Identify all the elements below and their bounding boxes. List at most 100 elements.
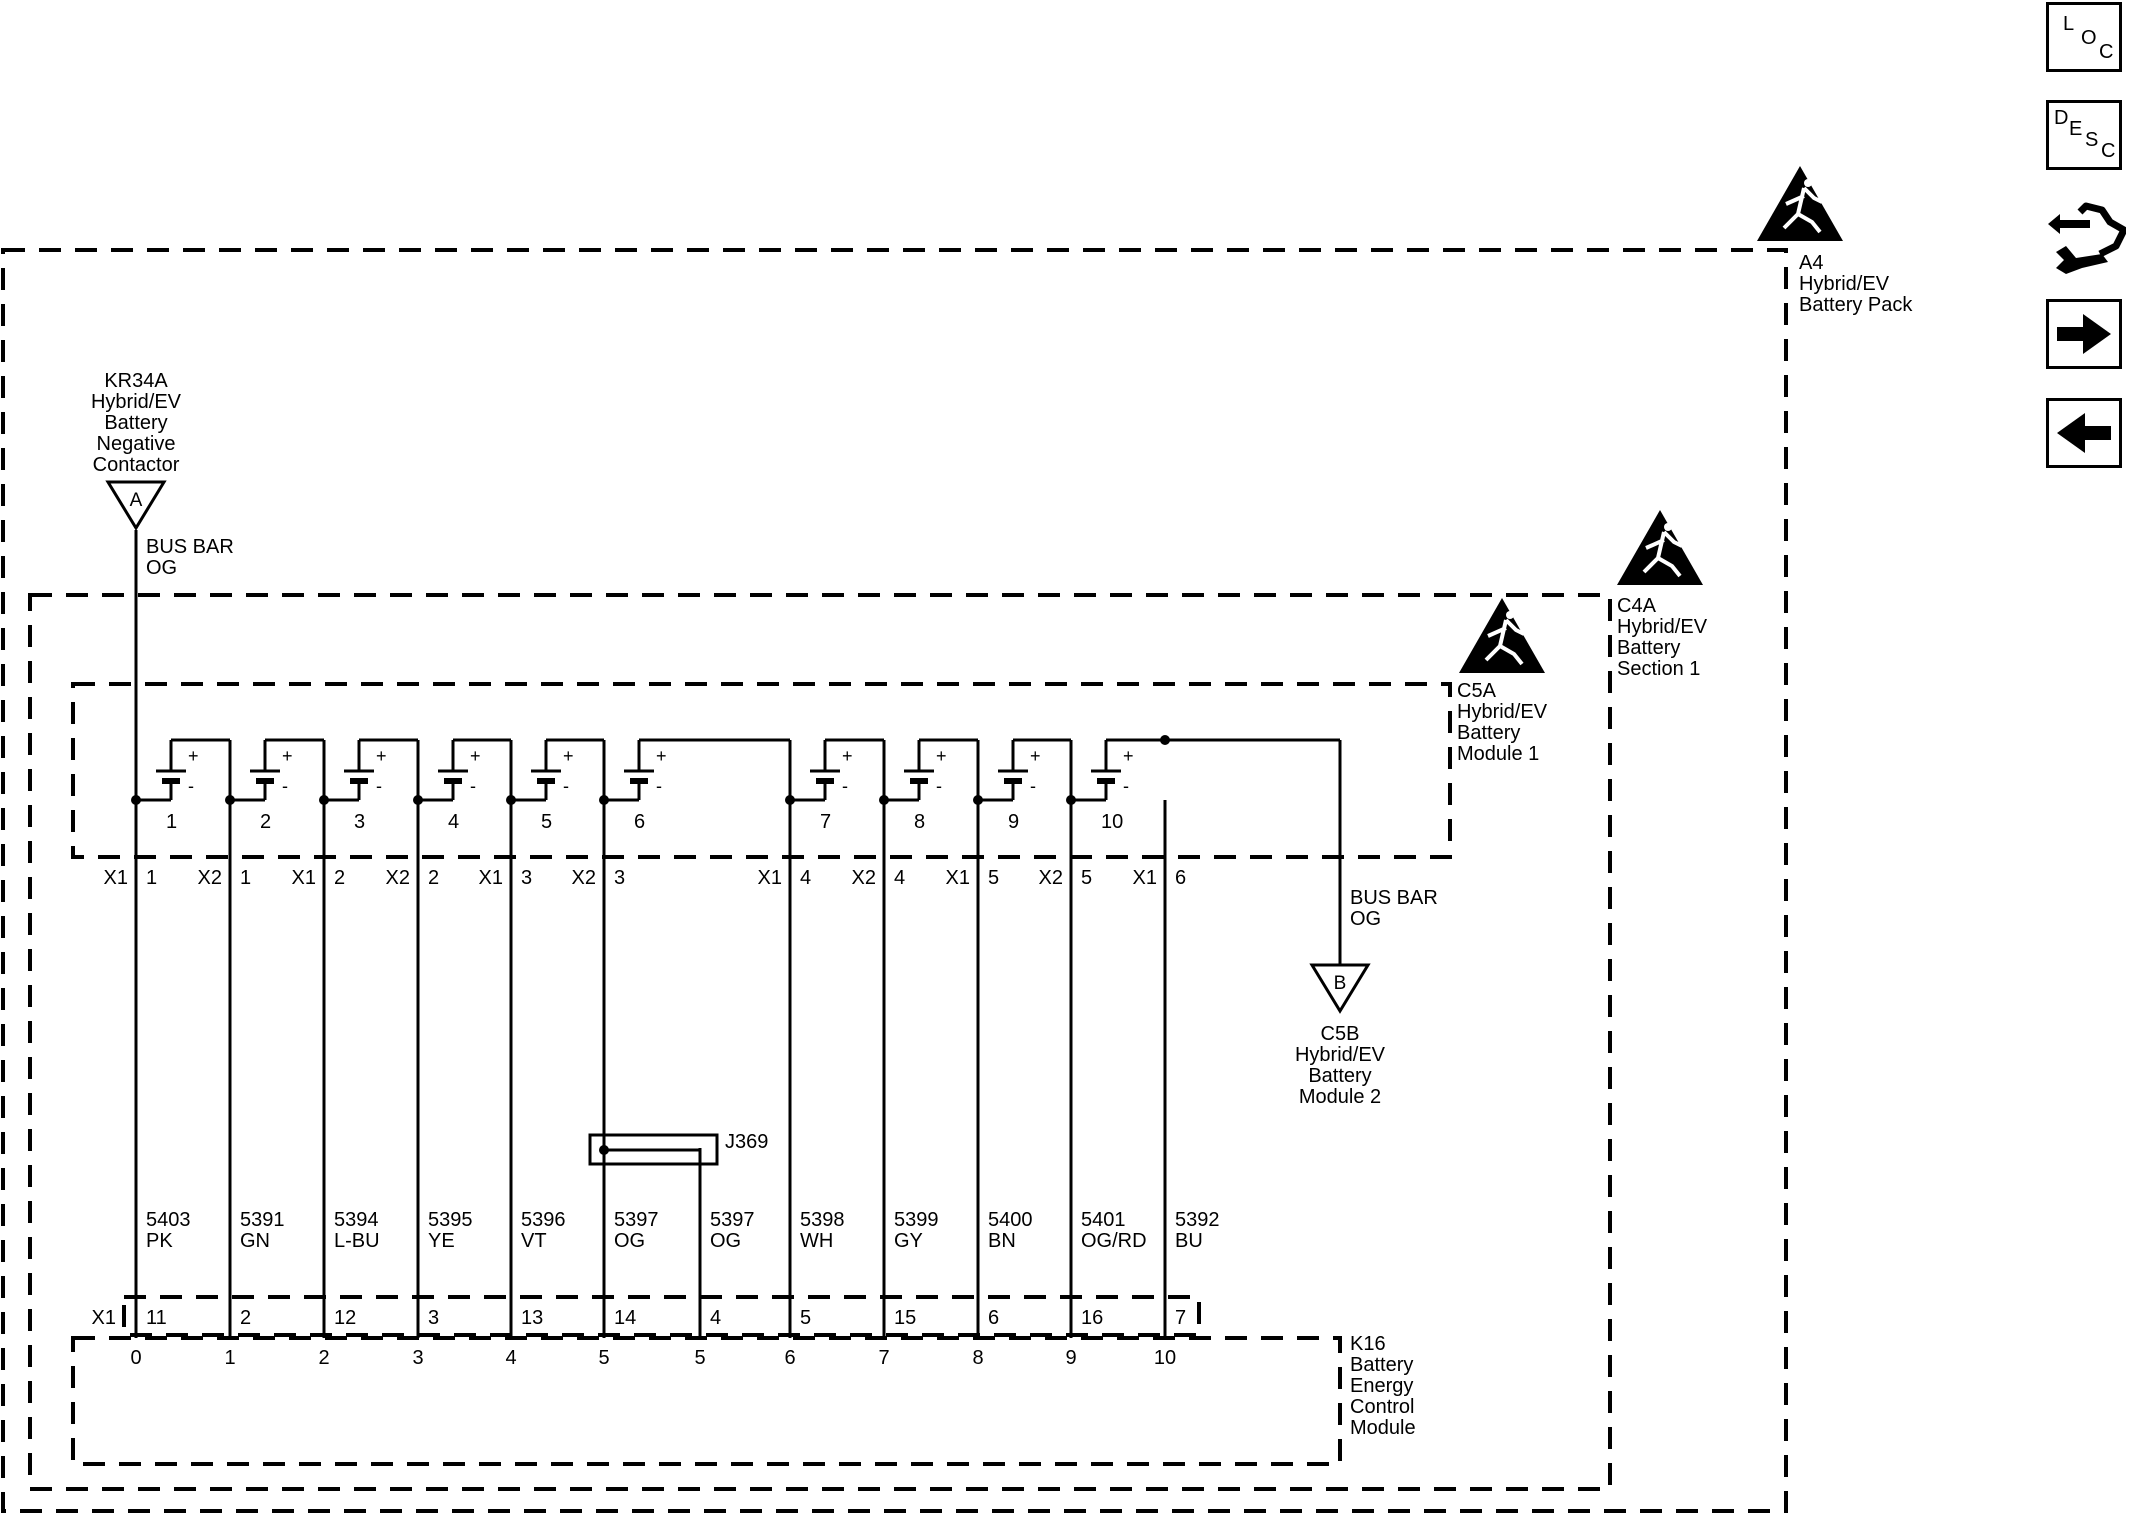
module-pin-11: 6 — [1175, 867, 1186, 889]
wire-circuit-6: 5397 — [614, 1209, 659, 1231]
module-pin-3: 2 — [334, 867, 345, 889]
a4-battery-pack-box — [1, 248, 1788, 1513]
module-connector-3: X1 — [292, 867, 316, 889]
cell-4-minus-sign: - — [470, 776, 476, 796]
cell-5-number: 5 — [541, 811, 552, 833]
terminal-a-label: A — [130, 490, 143, 511]
c4a-label-line-2: Hybrid/EV — [1617, 616, 1708, 638]
wire-circuit-12: 5392 — [1175, 1209, 1220, 1231]
k16-pin-8: 5 — [800, 1307, 811, 1329]
terminal-b-symbol — [1309, 963, 1371, 1014]
cell-10-junction — [1066, 795, 1076, 805]
cell-6-junction — [599, 795, 609, 805]
wire-color-3: L-BU — [334, 1230, 380, 1252]
k16-pin-5: 13 — [521, 1307, 543, 1329]
k16-pin-12: 7 — [1175, 1307, 1186, 1329]
k16-input-10: 8 — [972, 1347, 983, 1369]
wire-circuit-10: 5400 — [988, 1209, 1033, 1231]
loc-letter-l: L — [2063, 13, 2075, 35]
module-pin-4: 2 — [428, 867, 439, 889]
cell-5-minus-sign: - — [563, 776, 569, 796]
k16-pin-7: 4 — [710, 1307, 721, 1329]
next-arrow-button[interactable] — [2046, 299, 2122, 369]
cell-2-plus-sign: + — [282, 746, 293, 766]
cell-4-junction — [413, 795, 423, 805]
cell-9-number: 9 — [1008, 811, 1019, 833]
cell-4-number: 4 — [448, 811, 459, 833]
cell-7-number: 7 — [820, 811, 831, 833]
module-connector-8: X2 — [852, 867, 876, 889]
module-pin-5: 3 — [521, 867, 532, 889]
cell-4-plus-sign: + — [470, 746, 481, 766]
cell-2-minus-sign: - — [282, 776, 288, 796]
k16-input-3: 2 — [318, 1347, 329, 1369]
c5a-label-line-1: C5A — [1457, 680, 1497, 702]
k16-label-line-5: Module — [1350, 1417, 1416, 1439]
module-pin-7: 4 — [800, 867, 811, 889]
k16-label-line-2: Battery — [1350, 1354, 1413, 1376]
cell-8-number: 8 — [914, 811, 925, 833]
module-pin-8: 4 — [894, 867, 905, 889]
wire-color-1: PK — [146, 1230, 173, 1252]
cell-8-plus-sign: + — [936, 746, 947, 766]
c4a-high-voltage-hazard-icon-figure — [1642, 530, 1683, 578]
k16-input-7: 5 — [694, 1347, 705, 1369]
c5a-label-line-4: Module 1 — [1457, 743, 1539, 765]
k16-label-line-4: Control — [1350, 1396, 1414, 1418]
loc-letter-c: C — [2099, 41, 2114, 63]
desc-letter-d: D — [2054, 107, 2069, 129]
module-connector-6: X2 — [572, 867, 596, 889]
module-connector-7: X1 — [758, 867, 782, 889]
busbar-b-label-line-2: OG — [1350, 908, 1381, 930]
a4-high-voltage-hazard-icon-head — [1804, 179, 1812, 187]
cell-7-junction — [785, 795, 795, 805]
module-pin-1: 1 — [146, 867, 157, 889]
wire-color-2: GN — [240, 1230, 270, 1252]
module-pin-2: 1 — [240, 867, 251, 889]
k16-module-box — [71, 1336, 1342, 1466]
c5a-high-voltage-hazard-icon-head — [1506, 611, 1514, 619]
wire-color-11: OG/RD — [1081, 1230, 1147, 1252]
k16-pin-6: 14 — [614, 1307, 636, 1329]
c5a-battery-module-box — [71, 682, 1452, 859]
kr34a-label-line-1: KR34A — [104, 370, 168, 392]
cell-6-plus-sign: + — [656, 746, 667, 766]
wire-circuit-4: 5395 — [428, 1209, 473, 1231]
cell-8-minus-sign: - — [936, 776, 942, 796]
cell-10-plus-sign: + — [1123, 746, 1134, 766]
j369-splice-junction — [599, 1145, 609, 1155]
busbar-a-label-line-1: BUS BAR — [146, 536, 234, 558]
k16-pin-1: 11 — [146, 1307, 167, 1329]
desc-button[interactable]: D E S C — [2046, 100, 2122, 170]
cell-10-number: 10 — [1101, 811, 1123, 833]
k16-input-8: 6 — [784, 1347, 795, 1369]
cell-5-junction — [506, 795, 516, 805]
cell-3-junction — [319, 795, 329, 805]
module-pin-10: 5 — [1081, 867, 1092, 889]
module-pin-6: 3 — [614, 867, 625, 889]
cell-2-number: 2 — [260, 811, 271, 833]
desc-letter-e: E — [2069, 118, 2083, 140]
c5b-label-line-3: Battery — [1308, 1065, 1371, 1087]
arrow-left-icon — [2057, 413, 2111, 453]
wire-color-5: VT — [521, 1230, 547, 1252]
module-connector-4: X2 — [386, 867, 410, 889]
cell-6-minus-sign: - — [656, 776, 662, 796]
kr34a-label-line-2: Hybrid/EV — [91, 391, 182, 413]
a4-label-line-2: Hybrid/EV — [1799, 273, 1890, 295]
c5b-label-line-1: C5B — [1321, 1023, 1360, 1045]
k16-pin-10: 6 — [988, 1307, 999, 1329]
previous-arrow-button[interactable] — [2046, 398, 2122, 468]
module-connector-5: X1 — [479, 867, 503, 889]
cell-3-number: 3 — [354, 811, 365, 833]
terminal-b-label: B — [1334, 973, 1347, 994]
connector-repair-icon[interactable] — [2046, 196, 2128, 282]
cell-9-junction — [973, 795, 983, 805]
kr34a-label-line-4: Negative — [97, 433, 176, 455]
wire-color-9: GY — [894, 1230, 923, 1252]
wire-circuit-11: 5401 — [1081, 1209, 1126, 1231]
k16-input-11: 9 — [1065, 1347, 1076, 1369]
arrow-right-icon — [2057, 314, 2111, 354]
k16-input-6: 5 — [598, 1347, 609, 1369]
loc-button[interactable]: L O C — [2046, 2, 2122, 72]
